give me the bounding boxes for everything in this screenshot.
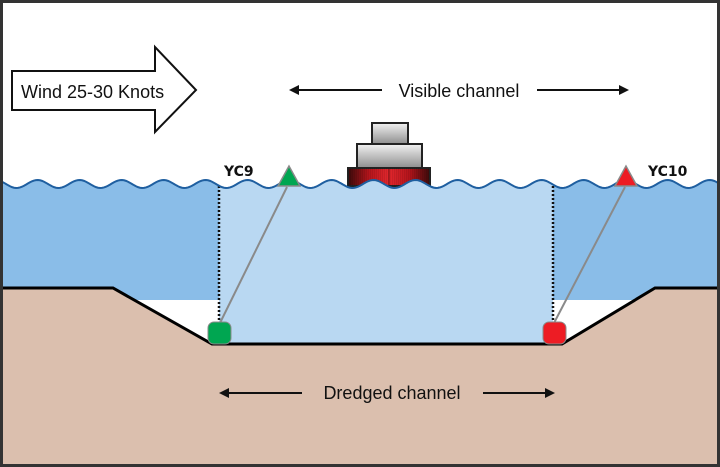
water-over-ship	[340, 180, 440, 200]
yc10-buoy-marker-triangle	[613, 164, 639, 187]
ship-bridge-top	[371, 122, 409, 145]
visible-channel-label: Visible channel	[399, 81, 520, 101]
yc10-anchor-block	[542, 321, 567, 345]
visible-channel-arrowhead-right	[619, 85, 629, 95]
wind-arrow-shape	[11, 44, 198, 135]
yc9-label: YC9	[223, 164, 254, 180]
wind-arrow: Wind 25-30 Knots	[11, 44, 198, 135]
yc10-label: YC10	[647, 164, 688, 180]
water-visible-channel	[219, 180, 553, 344]
dredged-channel-arrowhead-right	[545, 388, 555, 398]
yc10-mooring-line	[553, 186, 626, 324]
dredged-channel-label: Dredged channel	[323, 383, 460, 403]
yc9-mooring-line	[219, 186, 288, 324]
dredged-channel-indicator: Dredged channel	[219, 383, 555, 403]
dredged-channel-arrowhead-left	[219, 388, 229, 398]
ship-superstructure	[356, 143, 423, 169]
seabed-outline	[0, 286, 720, 346]
yc9-anchor-block	[207, 321, 232, 345]
wind-label: Wind 25-30 Knots	[21, 82, 164, 102]
visible-channel-indicator: Visible channel	[289, 81, 629, 101]
seabed	[0, 288, 720, 467]
visible-channel-arrowhead-left	[289, 85, 299, 95]
water-surface-wave-front	[339, 179, 441, 189]
yc9-buoy-marker-triangle	[276, 164, 302, 187]
